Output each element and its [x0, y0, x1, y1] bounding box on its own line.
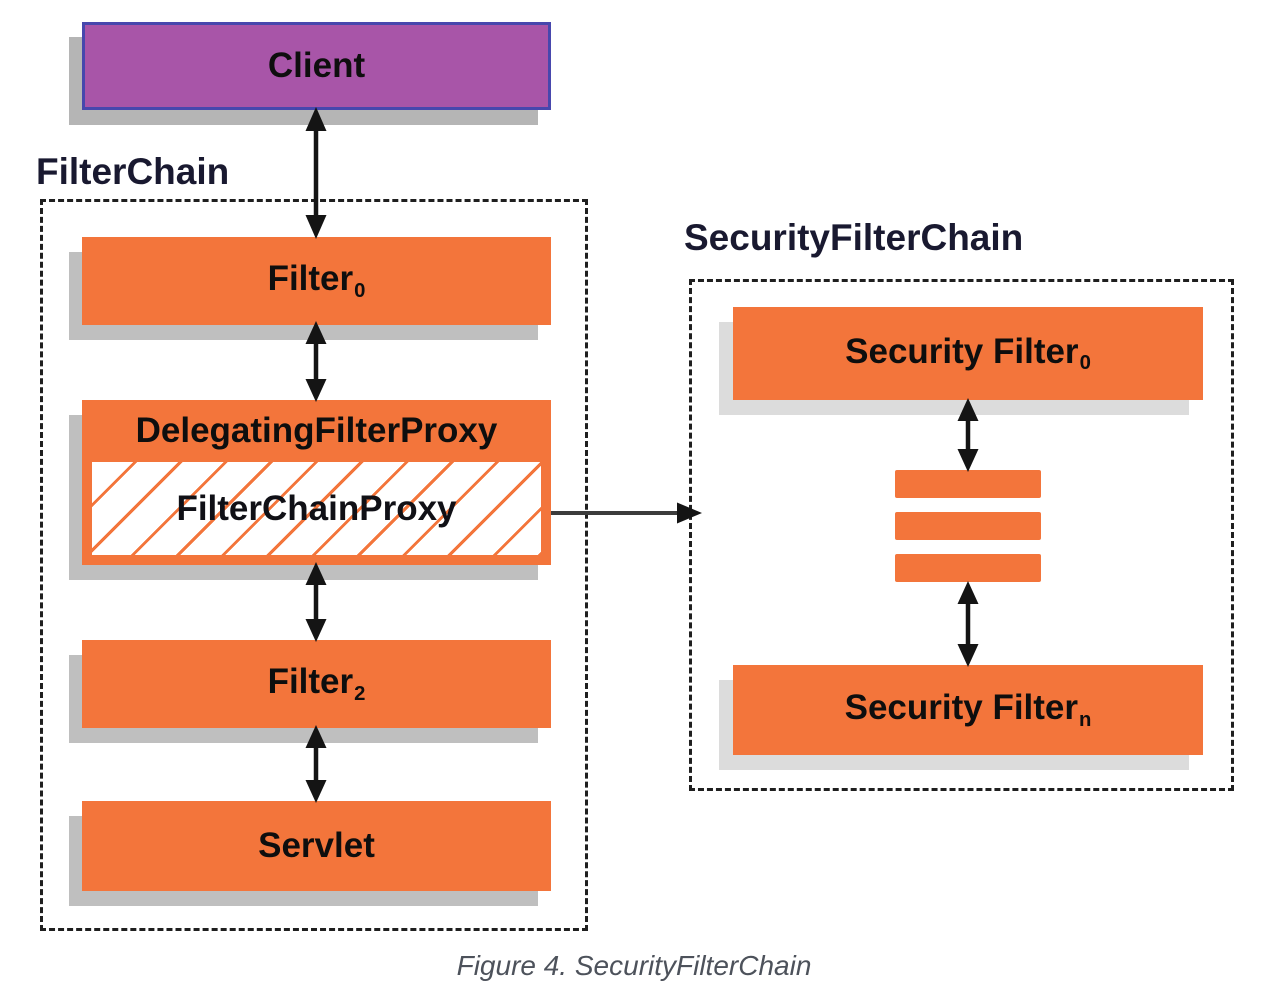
- double-arrow-filter0-delegatingproxy-icon: [305, 321, 327, 402]
- double-arrow-delegatingproxy-filter2-icon: [305, 562, 327, 642]
- security-filtern-text: Security Filter: [844, 688, 1079, 728]
- servlet-box: Servlet: [82, 801, 551, 891]
- filter2-subscript: 2: [354, 682, 366, 705]
- double-arrow-stack-securityfiltern-icon: [957, 581, 979, 667]
- security-filtern-subscript: n: [1079, 708, 1092, 731]
- filter-stack-bar: [895, 554, 1041, 582]
- filter2-text: Filter: [267, 662, 354, 702]
- filter-chain-proxy-box: FilterChainProxy: [92, 462, 541, 555]
- client-box-label: Client: [267, 46, 366, 85]
- double-arrow-filter2-servlet-icon: [305, 725, 327, 803]
- filter0-text: Filter: [267, 259, 354, 299]
- security-filter0-text: Security Filter: [845, 331, 1079, 371]
- security-filtern-box-label: Security Filtern: [845, 688, 1092, 732]
- security-filter0-subscript: 0: [1079, 352, 1091, 375]
- delegating-filter-proxy-box: DelegatingFilterProxy FilterChainProxy: [82, 400, 551, 565]
- client-box: Client: [82, 22, 551, 110]
- delegating-filter-proxy-label: DelegatingFilterProxy: [135, 411, 498, 450]
- filter-stack-bar: [895, 470, 1041, 498]
- filter-stack-bar: [895, 512, 1041, 540]
- securityfilterchain-group-box: [689, 279, 1234, 791]
- security-filter0-box-label: Security Filter0: [845, 332, 1091, 376]
- arrow-filterchainproxy-to-securityfilterchain-icon: [551, 502, 702, 524]
- security-filtern-box: Security Filtern: [733, 665, 1203, 755]
- filter0-box-label: Filter0: [268, 259, 366, 303]
- filter0-subscript: 0: [354, 279, 366, 302]
- filter2-box: Filter2: [82, 640, 551, 728]
- servlet-box-label: Servlet: [258, 826, 375, 865]
- double-arrow-client-filter0-icon: [305, 107, 327, 239]
- figure-caption: Figure 4. SecurityFilterChain: [456, 950, 812, 981]
- filterchain-label: FilterChain: [36, 151, 230, 192]
- filter0-box: Filter0: [82, 237, 551, 325]
- filter2-box-label: Filter2: [268, 662, 366, 706]
- filter-chain-proxy-label: FilterChainProxy: [176, 488, 457, 528]
- securityfilterchain-label: SecurityFilterChain: [684, 217, 1024, 258]
- double-arrow-securityfilter0-stack-icon: [957, 398, 979, 472]
- security-filter0-box: Security Filter0: [733, 307, 1203, 400]
